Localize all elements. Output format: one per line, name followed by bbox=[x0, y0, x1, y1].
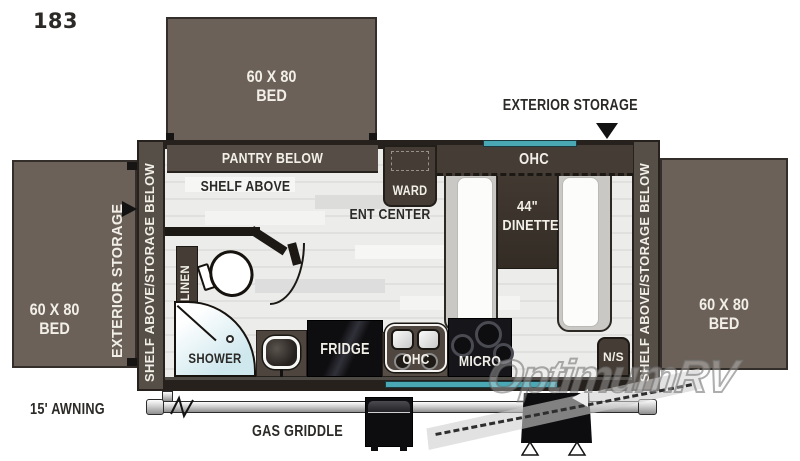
awning-label: 15' AWNING bbox=[30, 401, 105, 418]
bed-left-label: 60 X 80 BED bbox=[29, 300, 80, 339]
bench-cushion bbox=[457, 177, 493, 327]
window-top bbox=[483, 140, 577, 147]
slide-rail-tab bbox=[127, 162, 137, 170]
floor-plank bbox=[205, 211, 325, 225]
vanity bbox=[256, 330, 307, 377]
bed-top-popout: 60 X 80 BED bbox=[166, 17, 377, 142]
toilet-bowl bbox=[203, 244, 260, 303]
vanity-faucet-icon bbox=[280, 369, 283, 377]
bench-cushion bbox=[562, 177, 599, 327]
exterior-storage-top-arrow-icon bbox=[596, 123, 618, 139]
wall-left-label: SHELF ABOVE/STORAGE BELOW bbox=[142, 162, 157, 382]
awning-break-mark-icon bbox=[170, 395, 194, 419]
exterior-storage-top-label: EXTERIOR STORAGE bbox=[502, 97, 638, 114]
pantry-label: PANTRY BELOW bbox=[221, 150, 324, 167]
wardrobe: WARD bbox=[383, 145, 437, 207]
fridge: FRIDGE bbox=[307, 320, 383, 377]
dinette-bench-right bbox=[557, 149, 612, 332]
bathroom-wall-top bbox=[165, 227, 260, 236]
shower-door-line bbox=[176, 305, 217, 342]
kitchen-sink bbox=[385, 324, 447, 372]
shelf-above-label: SHELF ABOVE bbox=[200, 178, 291, 195]
wall-left-shelf-storage: SHELF ABOVE/STORAGE BELOW bbox=[137, 140, 165, 391]
shower-drain-icon bbox=[226, 335, 234, 343]
gas-griddle-lid bbox=[368, 401, 410, 413]
sink-knob-icon bbox=[421, 353, 438, 370]
awning-end-cap-left bbox=[146, 399, 164, 415]
floor-plank bbox=[355, 245, 465, 259]
fridge-label: FRIDGE bbox=[320, 341, 370, 358]
gas-griddle-label: GAS GRIDDLE bbox=[252, 423, 343, 440]
bed-left-popout: 60 X 80 BED EXTERIOR STORAGE bbox=[12, 160, 137, 368]
wall-right-shelf-storage: SHELF ABOVE/STORAGE BELOW bbox=[632, 140, 660, 391]
nightstand: N/S bbox=[597, 337, 630, 377]
watermark-logo: OptimumRV bbox=[484, 349, 740, 403]
bed-top-label: 60 X 80 BED bbox=[246, 67, 297, 106]
window-bottom bbox=[385, 381, 558, 388]
dinette-label: 44" DINETTE bbox=[502, 198, 559, 234]
linen-cabinet: LINEN bbox=[176, 246, 198, 303]
ohc-dinette: OHC bbox=[437, 145, 633, 176]
wardrobe-door-dashes bbox=[391, 151, 429, 171]
floor-plank bbox=[185, 177, 295, 192]
floor-plank bbox=[315, 195, 405, 209]
nightstand-label: N/S bbox=[603, 350, 624, 364]
slide-rail-tab bbox=[166, 133, 174, 143]
griddle-foot bbox=[400, 445, 407, 451]
bed-right-label: 60 X 80 BED bbox=[699, 295, 749, 334]
gas-griddle bbox=[365, 397, 413, 451]
dinette-bench-left bbox=[444, 149, 498, 332]
wall-top bbox=[137, 140, 660, 149]
wall-right-label: SHELF ABOVE/STORAGE BELOW bbox=[637, 162, 652, 382]
model-number: 183 bbox=[33, 9, 78, 33]
sink-knob-icon bbox=[394, 353, 411, 370]
exterior-storage-left-arrow-icon bbox=[122, 201, 137, 217]
shower: SHOWER bbox=[174, 301, 256, 377]
ohc-dinette-label: OHC bbox=[519, 151, 549, 168]
wardrobe-label: WARD bbox=[392, 183, 428, 198]
vanity-sink bbox=[263, 336, 300, 369]
stove-micro: MICRO bbox=[448, 318, 514, 377]
shower-label: SHOWER bbox=[188, 350, 242, 366]
slide-rail-tab bbox=[127, 358, 137, 366]
linen-label: LINEN bbox=[180, 265, 192, 301]
micro-label: MICRO bbox=[458, 353, 502, 370]
watermark-road-arrow-icon bbox=[572, 389, 588, 407]
camp-table-feet-icon bbox=[521, 441, 587, 456]
sink-bowl-left bbox=[391, 329, 414, 350]
ohc-kitchen-label: OHC bbox=[402, 352, 430, 368]
burner-icon bbox=[451, 334, 474, 357]
slide-rail-tab bbox=[369, 133, 377, 143]
bed-right-popout: 60 X 80 BED bbox=[660, 158, 788, 370]
burner-icon bbox=[493, 343, 514, 364]
sink-bowl-right bbox=[417, 329, 440, 350]
ent-center-label: ENT CENTER bbox=[349, 206, 431, 223]
griddle-foot bbox=[371, 445, 378, 451]
pantry-cabinet: PANTRY BELOW bbox=[167, 145, 378, 173]
